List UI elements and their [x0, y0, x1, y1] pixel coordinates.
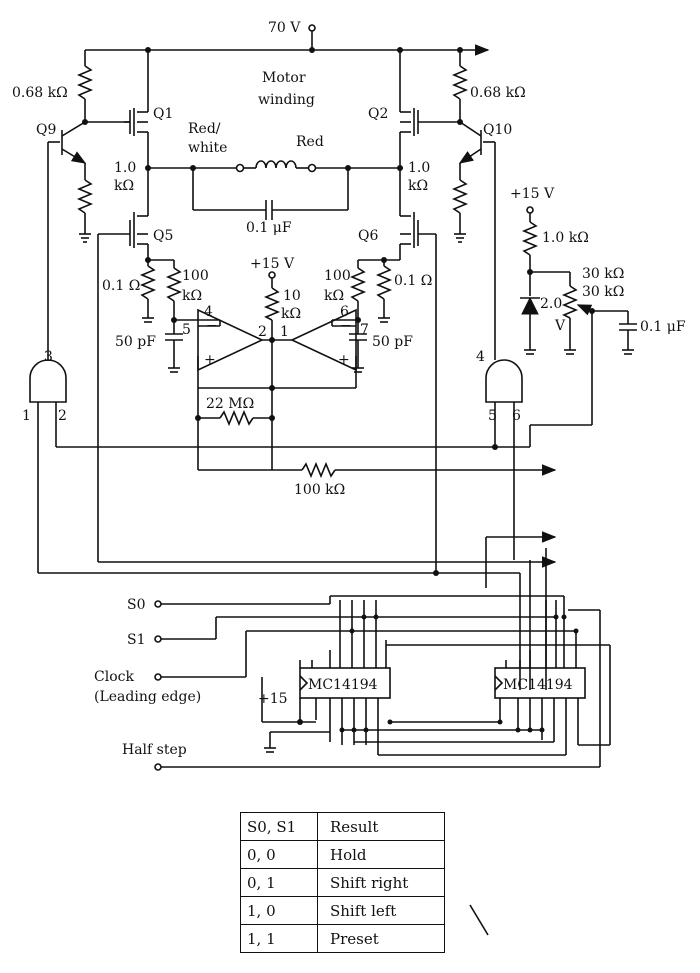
table-row: 1, 1 Preset — [240, 924, 445, 953]
gate-right-out-label: 4 — [476, 349, 485, 365]
ic-left-label: MC14194 — [308, 677, 378, 693]
table-row: 0, 0 Hold — [240, 840, 445, 869]
r-q2-top-label: 0.68 kΩ — [470, 85, 526, 101]
q9-transistor: Q9 — [36, 119, 130, 350]
and-gate-left: 3 1 2 — [22, 349, 67, 573]
supply-rail: 70 V — [85, 20, 490, 56]
q10-label: Q10 — [483, 122, 512, 138]
truth-table-result-cell: Shift left — [317, 896, 445, 925]
r-bottom-label: 100 kΩ — [294, 482, 345, 498]
q5-label: Q5 — [153, 228, 173, 244]
r-right-unit: kΩ — [408, 178, 428, 194]
q2-label: Q2 — [368, 106, 388, 122]
r-left-value: 1.0 — [114, 160, 136, 176]
pin7-label: 7 — [360, 322, 369, 338]
red-white-label-2: white — [188, 140, 227, 156]
op-supply-label: +15 V — [250, 256, 295, 272]
truth-table-select-cell: 1, 0 — [240, 896, 318, 925]
table-row: 1, 0 Shift left — [240, 896, 445, 925]
pin1-label: 1 — [280, 324, 289, 340]
gate-left-in1-label: 1 — [22, 408, 31, 424]
r-ref-label: 1.0 kΩ — [542, 230, 589, 246]
truth-table-result-cell: Preset — [317, 924, 445, 953]
pin4-label: 4 — [204, 304, 213, 320]
motor-label-2: winding — [258, 92, 315, 108]
cap-ref-label: 0.1 μF — [640, 319, 686, 335]
clock-label-2: (Leading edge) — [94, 689, 201, 705]
truth-table-select-cell: 1, 1 — [240, 924, 318, 953]
red-white-label-1: Red/ — [188, 121, 221, 137]
mode-truth-table: S0, S1 Result 0, 0 Hold 0, 1 Shift right… — [240, 812, 445, 953]
q1-mosfet: Q1 1.0 kΩ — [114, 50, 173, 216]
half-step-label: Half step — [122, 742, 187, 758]
q6-label: Q6 — [358, 228, 378, 244]
r-sense-left-label: 0.1 Ω — [102, 278, 140, 294]
stray-mark — [469, 904, 489, 936]
left-upper-resistor: 0.68 kΩ — [12, 50, 94, 122]
svg-text:+: + — [204, 352, 216, 368]
gate-right-in2-label: 6 — [512, 408, 521, 424]
ic-left: MC14194 +15 — [258, 600, 391, 755]
r-q1-top-label: 0.68 kΩ — [12, 85, 68, 101]
cap-winding-label: 0.1 μF — [246, 220, 292, 236]
truth-table-header-result: Result — [317, 812, 445, 841]
feedback-network: 22 MΩ — [195, 388, 275, 470]
truth-table-result-cell: Shift right — [317, 868, 445, 897]
r10-value: 10 — [283, 288, 301, 304]
pin6-label: 6 — [340, 304, 349, 320]
pot-2-label: 30 kΩ — [582, 284, 624, 300]
ic-right-label: MC14194 — [503, 677, 573, 693]
cap-right-label: 50 pF — [372, 334, 413, 350]
pot-1-label: 30 kΩ — [582, 266, 624, 282]
reference-network: +15 V 1.0 kΩ 2.0 V 30 kΩ 30 kΩ 0.1 μF — [510, 186, 686, 447]
truth-table-result-cell: Hold — [317, 840, 445, 869]
r-feedback-label: 22 MΩ — [206, 396, 254, 412]
table-row: 0, 1 Shift right — [240, 868, 445, 897]
clock-label-1: Clock — [94, 669, 134, 685]
q2-mosfet: Q2 1.0 kΩ — [368, 50, 430, 216]
q6-mosfet: Q6 0.1 Ω 100 kΩ 50 pF — [324, 212, 437, 575]
s0-label: S0 — [127, 597, 146, 613]
red-label: Red — [296, 134, 324, 150]
motor-winding: Motor winding Red/ white Red 0.1 μF — [148, 70, 400, 236]
zener-unit-label: V — [554, 318, 566, 334]
truth-table-select-cell: 0, 0 — [240, 840, 318, 869]
truth-table-header-select: S0, S1 — [240, 812, 318, 841]
q9-label: Q9 — [36, 122, 56, 138]
r100-left-value: 100 — [182, 268, 209, 284]
r10-unit: kΩ — [281, 306, 301, 322]
r-sense-right-label: 0.1 Ω — [394, 273, 432, 289]
r-left-unit: kΩ — [114, 178, 134, 194]
control-inputs: S0 S1 Clock (Leading edge) Half step — [94, 595, 601, 771]
supply-70v-label: 70 V — [268, 20, 301, 36]
cap-left-label: 50 pF — [115, 334, 156, 350]
s1-label: S1 — [127, 632, 146, 648]
ref-supply-label: +15 V — [510, 186, 555, 202]
r100-left-unit: kΩ — [182, 288, 202, 304]
pin2-label: 2 — [258, 324, 267, 340]
gate-left-in2-label: 2 — [58, 408, 67, 424]
truth-table-header-row: S0, S1 Result — [240, 812, 445, 841]
q10-transistor: Q10 — [418, 119, 512, 350]
and-gate-right: 4 5 6 — [476, 349, 523, 560]
pin5-label: 5 — [182, 322, 191, 338]
r100-right-value: 100 — [324, 268, 351, 284]
svg-text:+: + — [338, 352, 350, 368]
r-right-value: 1.0 — [408, 160, 430, 176]
interconnect-wires: 100 kΩ — [38, 444, 557, 690]
q1-label: Q1 — [153, 106, 173, 122]
zener-label: 2.0 — [540, 296, 562, 312]
plus15-label: +15 — [258, 691, 288, 707]
r100-right-unit: kΩ — [324, 288, 344, 304]
motor-label-1: Motor — [262, 70, 306, 86]
ic-right: MC14194 — [342, 596, 611, 756]
right-upper-resistor: 0.68 kΩ — [451, 50, 526, 122]
comparators: +15 V 10 kΩ − + − + 4 5 2 1 6 7 — [182, 256, 369, 470]
truth-table-select-cell: 0, 1 — [240, 868, 318, 897]
gate-right-in1-label: 5 — [488, 408, 497, 424]
q5-mosfet: Q5 0.1 Ω 100 kΩ 50 pF — [97, 212, 220, 562]
